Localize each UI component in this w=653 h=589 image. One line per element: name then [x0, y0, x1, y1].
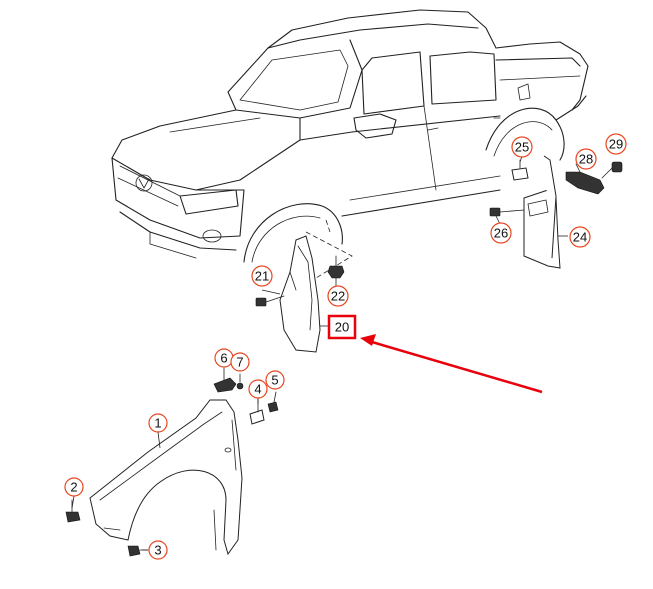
vehicle-illustration: [111, 9, 589, 263]
svg-text:29: 29: [609, 137, 623, 152]
svg-text:25: 25: [515, 140, 529, 155]
fender-part: [89, 399, 243, 556]
callout-1[interactable]: 1: [148, 413, 168, 433]
callout-29[interactable]: 29: [605, 133, 627, 155]
screw-3: [127, 545, 149, 557]
svg-text:24: 24: [573, 230, 587, 245]
svg-text:20: 20: [335, 320, 349, 335]
front-mudflap-part: [279, 235, 321, 353]
screw-21: [255, 289, 285, 307]
callout-3[interactable]: 3: [148, 540, 168, 560]
fastener-4-5: [249, 391, 279, 425]
svg-text:6: 6: [220, 351, 227, 366]
callout-26[interactable]: 26: [490, 222, 512, 244]
callout-24[interactable]: 24: [569, 226, 591, 248]
bolt-29: [601, 161, 623, 179]
svg-text:26: 26: [494, 226, 508, 241]
callout-5[interactable]: 5: [265, 370, 285, 390]
svg-text:3: 3: [154, 543, 161, 558]
callout-7[interactable]: 7: [230, 352, 250, 372]
mount-guide-line: [305, 231, 353, 279]
svg-text:7: 7: [236, 355, 243, 370]
mount-guide-line-2: [325, 219, 331, 233]
callout-20-highlighted[interactable]: 20: [327, 314, 357, 340]
callout-21[interactable]: 21: [251, 265, 273, 287]
svg-text:2: 2: [70, 480, 77, 495]
bracket-6-7: [213, 367, 244, 393]
svg-text:22: 22: [331, 289, 345, 304]
nut-22: [327, 255, 345, 279]
callout-22[interactable]: 22: [327, 285, 349, 307]
callout-2[interactable]: 2: [64, 477, 84, 497]
clip-2: [65, 499, 81, 523]
screw-26: [489, 207, 525, 217]
rear-mudflap-part: [523, 155, 561, 269]
svg-text:1: 1: [154, 416, 161, 431]
svg-text:21: 21: [255, 269, 269, 284]
callout-25[interactable]: 25: [511, 136, 533, 158]
clip-25: [511, 159, 529, 181]
svg-text:5: 5: [271, 373, 278, 388]
svg-text:28: 28: [579, 152, 593, 167]
callout-6[interactable]: 6: [214, 348, 234, 368]
bracket-28: [565, 163, 605, 195]
svg-text:4: 4: [254, 382, 261, 397]
callout-4[interactable]: 4: [248, 379, 268, 399]
callout-28[interactable]: 28: [575, 148, 597, 170]
highlight-arrow: [360, 334, 543, 394]
